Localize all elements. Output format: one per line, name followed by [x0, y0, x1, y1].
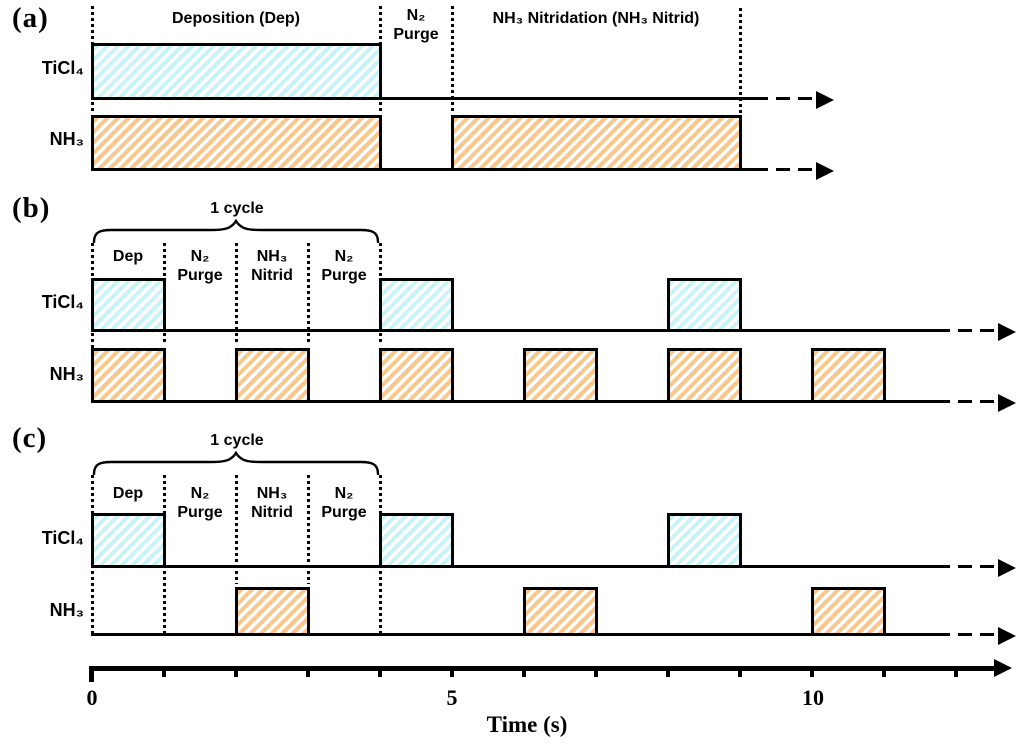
trace-dash [980, 633, 994, 636]
trace-baseline [91, 168, 768, 171]
axis-line [90, 666, 998, 671]
pulse-box-ticl4 [91, 278, 166, 329]
axis-tick [594, 666, 598, 677]
pulse-box-nh3 [811, 587, 886, 633]
pulse-box-nh3 [235, 348, 310, 400]
phase-label: N₂ Purge [177, 485, 223, 522]
trace-dash [958, 633, 972, 636]
trace-baseline [91, 565, 950, 568]
trace-dash [980, 329, 994, 332]
axis-tick [738, 666, 742, 677]
cycle-label: 1 cycle [210, 432, 264, 449]
trace-dash [776, 168, 790, 171]
axis-tick [378, 666, 382, 677]
trace-label-ticl4: TiCl₄ [41, 292, 84, 312]
axis-tick [234, 666, 238, 677]
tick-label-0: 0 [86, 685, 98, 710]
pulse-box-nh3 [91, 348, 166, 400]
trace-arrowhead-icon [998, 559, 1016, 577]
phase-label: NH₃ Nitrid [251, 485, 293, 522]
phase-boundary-dotted-line [739, 8, 742, 114]
trace-arrowhead-icon [816, 91, 834, 109]
pulse-box-nh3 [811, 348, 886, 400]
tick-label-5: 5 [446, 685, 458, 710]
axis-tick [450, 666, 454, 677]
pulse-box-ticl4 [667, 513, 742, 565]
trace-dash [798, 168, 812, 171]
pulse-box-ticl4 [379, 278, 454, 329]
phase-label: N₂ Purge [321, 485, 367, 522]
trace-arrowhead-icon [998, 627, 1016, 645]
pulse-box-ticl4 [379, 513, 454, 565]
trace-dash [958, 329, 972, 332]
axis-title: Time (s) [486, 712, 568, 737]
axis-origin-cap [89, 666, 94, 682]
tick-label-10: 10 [802, 685, 824, 710]
cycle-brace [92, 450, 380, 480]
trace-dash [776, 97, 790, 100]
phase-label: NH₃ Nitridation (NH₃ Nitrid) [492, 10, 700, 27]
phase-boundary-dotted-line [451, 6, 454, 114]
trace-dash [798, 97, 812, 100]
panel-letter: (c) [12, 422, 48, 454]
cycle-brace [92, 218, 380, 248]
trace-baseline [91, 97, 768, 100]
trace-label-nh3: NH₃ [49, 129, 84, 149]
trace-baseline [91, 329, 950, 332]
trace-dash [958, 400, 972, 403]
pulse-box-ticl4 [91, 513, 166, 565]
axis-tick [162, 666, 166, 677]
phase-label: Dep [112, 248, 144, 265]
phase-label: Deposition (Dep) [172, 10, 300, 27]
trace-dash [980, 400, 994, 403]
axis-arrowhead-icon [994, 659, 1012, 677]
pulse-box-ticl4 [91, 43, 382, 97]
trace-baseline [91, 633, 950, 636]
trace-arrowhead-icon [998, 394, 1016, 412]
trace-dash [958, 565, 972, 568]
panel-letter: (a) [12, 2, 49, 34]
phase-boundary-dotted-line [235, 243, 238, 345]
pulse-box-nh3 [667, 348, 742, 400]
axis-tick [882, 666, 886, 677]
phase-boundary-dotted-line [235, 475, 238, 584]
trace-label-nh3: NH₃ [49, 600, 84, 620]
trace-label-ticl4: TiCl₄ [41, 528, 84, 548]
trace-arrowhead-icon [998, 323, 1016, 341]
axis-tick [522, 666, 526, 677]
pulse-box-nh3 [379, 348, 454, 400]
trace-baseline [91, 400, 950, 403]
pulse-box-nh3 [523, 587, 598, 633]
trace-arrowhead-icon [816, 162, 834, 180]
panel-letter: (b) [12, 192, 51, 224]
pulse-box-nh3 [451, 115, 742, 168]
phase-label: NH₃ Nitrid [251, 248, 293, 285]
pulse-box-nh3 [235, 587, 310, 633]
phase-boundary-dotted-line [307, 475, 310, 584]
phase-label: N₂ Purge [393, 7, 439, 44]
axis-tick [666, 666, 670, 677]
cycle-label: 1 cycle [210, 200, 264, 217]
trace-label-nh3: NH₃ [49, 364, 84, 384]
pulse-box-ticl4 [667, 278, 742, 329]
phase-label: N₂ Purge [177, 248, 223, 285]
pulse-box-nh3 [91, 115, 382, 168]
cycle-brace-icon [92, 218, 380, 244]
axis-tick [306, 666, 310, 677]
pulse-box-nh3 [523, 348, 598, 400]
trace-label-ticl4: TiCl₄ [41, 58, 84, 78]
axis-tick [954, 666, 958, 677]
phase-boundary-dotted-line [307, 243, 310, 345]
trace-dash [980, 565, 994, 568]
phase-label: Dep [112, 485, 144, 502]
axis-tick [810, 666, 814, 677]
cycle-brace-icon [92, 450, 380, 476]
phase-label: N₂ Purge [321, 248, 367, 285]
